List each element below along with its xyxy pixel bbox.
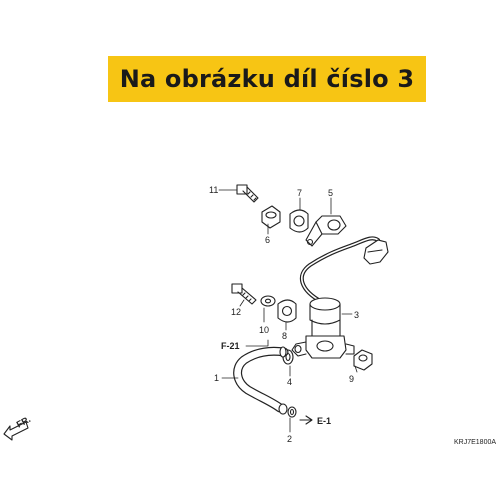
part-6-collar bbox=[261, 205, 281, 229]
callout-1: 1 bbox=[214, 373, 219, 383]
part-12-bolt bbox=[231, 283, 257, 305]
part-8-grommet bbox=[277, 299, 297, 323]
callout-9: 9 bbox=[349, 374, 354, 384]
front-label: FR. bbox=[15, 414, 32, 430]
part-10-washer bbox=[260, 295, 276, 307]
part-7-grommet bbox=[289, 209, 309, 233]
leader-lines bbox=[218, 189, 358, 433]
callout-8: 8 bbox=[282, 331, 287, 341]
callout-2: 2 bbox=[287, 434, 292, 444]
title-banner: Na obrázku díl číslo 3 bbox=[108, 56, 426, 102]
ref-arrow-e1 bbox=[299, 415, 313, 425]
diagram-code: KRJ7E1800A bbox=[454, 439, 496, 446]
callout-7: 7 bbox=[297, 188, 302, 198]
callout-10: 10 bbox=[259, 325, 269, 335]
ref-f21: F-21 bbox=[221, 341, 240, 351]
callout-11: 11 bbox=[209, 185, 218, 195]
part-11-bolt bbox=[236, 184, 259, 203]
callout-12: 12 bbox=[231, 307, 241, 317]
part-9-collar bbox=[353, 349, 373, 371]
callout-6: 6 bbox=[265, 235, 270, 245]
title-text: Na obrázku díl číslo 3 bbox=[119, 65, 415, 93]
callout-5: 5 bbox=[328, 188, 333, 198]
tube-upper bbox=[299, 236, 389, 304]
part-1-hose bbox=[233, 346, 289, 415]
callout-3: 3 bbox=[354, 310, 359, 320]
ref-e1: E-1 bbox=[317, 416, 331, 426]
part-5-clamp bbox=[305, 215, 347, 247]
part-2-clip bbox=[287, 406, 297, 418]
callout-4: 4 bbox=[287, 377, 292, 387]
front-arrow-icon bbox=[3, 421, 29, 441]
part-3-valve bbox=[291, 297, 355, 359]
